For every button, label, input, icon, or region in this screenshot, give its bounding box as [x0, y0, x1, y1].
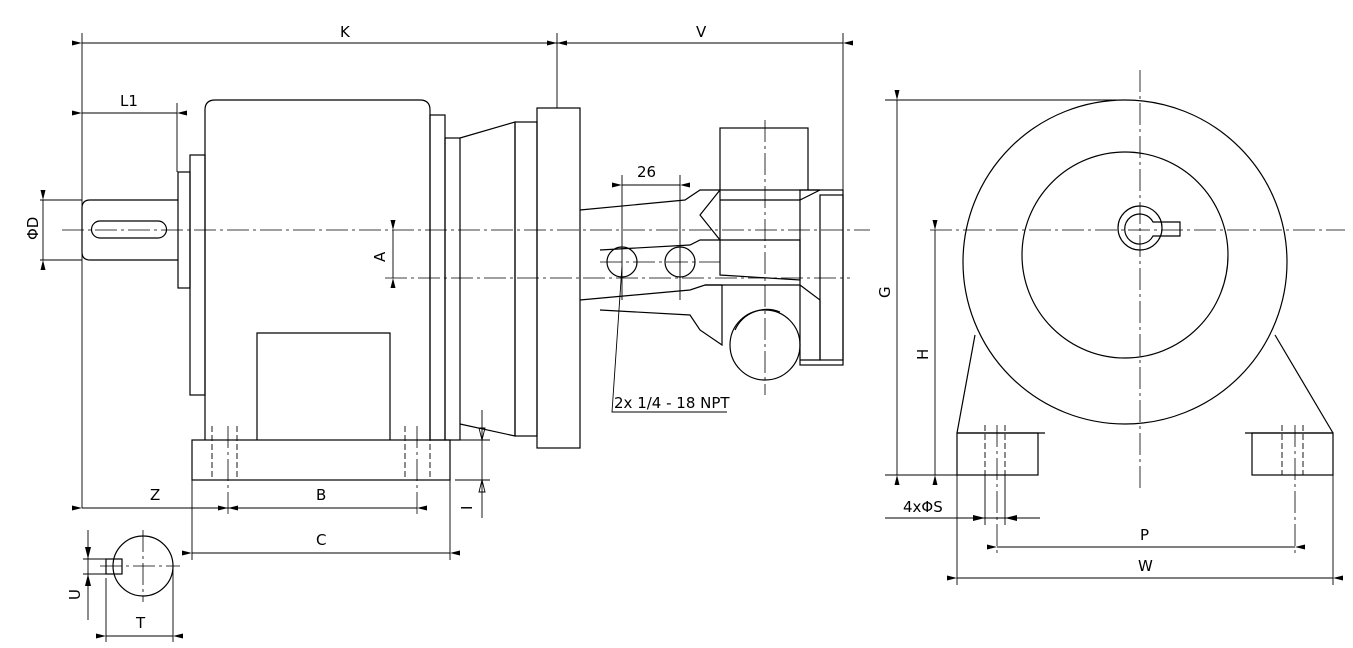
label-U: U	[66, 589, 84, 600]
label-W: W	[1138, 557, 1153, 575]
label-T: T	[135, 614, 146, 632]
label-C: C	[316, 531, 326, 549]
label-G: G	[876, 286, 894, 298]
front-view: G H 4xΦS P W	[876, 70, 1345, 585]
foot-right	[1251, 432, 1334, 476]
label-S: 4xΦS	[903, 498, 943, 516]
label-I: I	[458, 506, 476, 510]
label-K: K	[340, 23, 351, 41]
shaft-keyway	[90, 220, 168, 239]
label-A: A	[371, 251, 389, 262]
gearbox-body	[204, 99, 431, 440]
label-P: P	[1140, 526, 1149, 544]
label-26: 26	[637, 163, 656, 181]
hydraulic-pump: 26 2x 1/4 - 18 NPT	[579, 120, 844, 413]
label-D: ΦD	[24, 217, 42, 240]
base-plate	[191, 439, 451, 481]
label-V: V	[696, 23, 707, 41]
label-B: B	[316, 486, 326, 504]
label-H: H	[914, 349, 932, 360]
side-view: K V L1 ΦD I Z B	[24, 23, 870, 642]
label-port: 2x 1/4 - 18 NPT	[614, 394, 730, 412]
label-L1: L1	[120, 92, 138, 110]
label-Z: Z	[150, 486, 160, 504]
motor-housing	[962, 99, 1288, 425]
shaft-section: U T	[66, 530, 183, 642]
foot-left	[956, 432, 1039, 476]
